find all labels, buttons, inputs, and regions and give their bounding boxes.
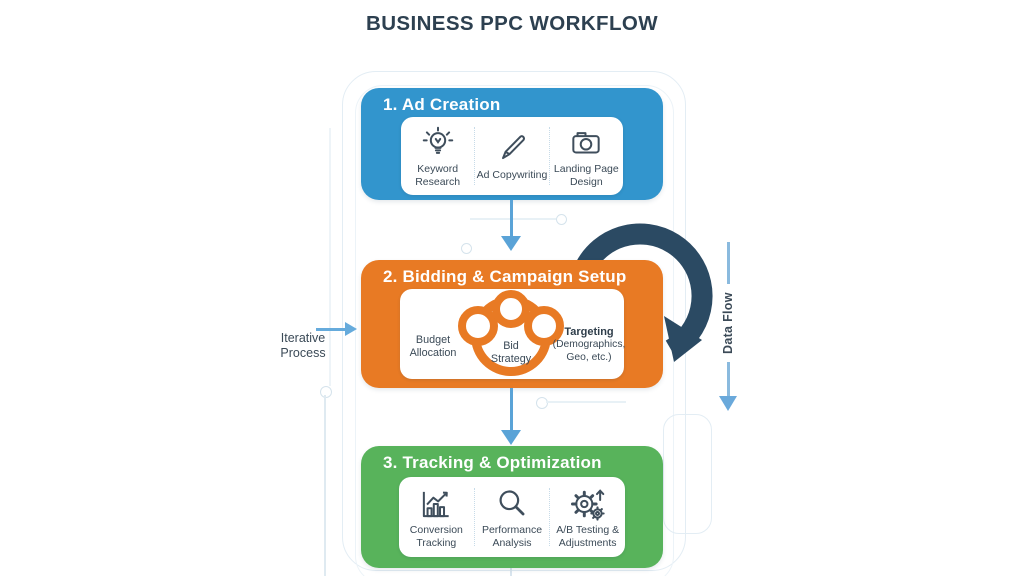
circuit-line — [546, 401, 626, 403]
item-keyword-research: Keyword Research — [401, 124, 474, 189]
down-arrow-icon — [510, 200, 513, 238]
circuit-line — [324, 395, 326, 576]
item-label: Conversion Tracking — [409, 523, 463, 549]
magnifier-icon — [493, 485, 531, 523]
dotted-divider — [473, 488, 475, 546]
stage-tracking-optimization: 3. Tracking & Optimization Conversion Tr… — [361, 446, 663, 568]
stage-bidding-campaign-setup: 2. Bidding & Campaign Setup Budget Alloc… — [361, 260, 663, 388]
iterative-process-label: Iterative Process — [280, 331, 326, 360]
item-budget-allocation: Budget Allocation — [409, 334, 457, 360]
gears-arrow-icon — [569, 485, 607, 523]
item-label: Performance Analysis — [481, 523, 543, 549]
stage-title: 2. Bidding & Campaign Setup — [383, 267, 627, 286]
stage-items-card: Conversion Tracking Performance Analysis — [399, 477, 625, 557]
item-label: A/B Testing & Adjustments — [556, 523, 620, 549]
dotted-divider — [474, 127, 476, 185]
ring-icon — [492, 290, 530, 328]
circuit-node-icon — [320, 386, 332, 398]
ring-icon — [524, 306, 564, 346]
dotted-divider — [549, 488, 551, 546]
item-conversion-tracking: Conversion Tracking — [399, 485, 474, 550]
circuit-node-icon — [536, 397, 548, 409]
item-landing-page-design: Landing Page Design — [550, 124, 623, 189]
circuit-node-icon — [461, 243, 472, 254]
item-bid-strategy: Bid Strategy — [490, 340, 532, 366]
item-label: Keyword Research — [415, 162, 461, 188]
circuit-node-icon — [556, 214, 567, 225]
right-arrow-icon — [316, 328, 345, 331]
bar-chart-icon — [417, 485, 455, 523]
circuit-rect-decor — [663, 414, 712, 534]
down-arrowhead-icon — [501, 430, 521, 445]
stage-items-card: Keyword Research Ad Copywriting — [401, 117, 623, 195]
down-arrow-icon — [510, 388, 513, 432]
lightbulb-icon — [419, 124, 457, 162]
down-arrowhead-icon — [719, 396, 737, 411]
stage-ad-creation: 1. Ad Creation Keyword Research — [361, 88, 663, 200]
ring-icon — [458, 306, 498, 346]
item-targeting: Targeting (Demographics, Geo, etc.) — [551, 326, 627, 365]
circuit-line — [510, 564, 512, 576]
circuit-line — [329, 128, 331, 386]
circuit-line — [470, 218, 556, 220]
stage-title: 1. Ad Creation — [383, 95, 501, 114]
item-label: Landing Page Design — [553, 162, 619, 188]
camera-icon — [567, 124, 605, 162]
cycle-arrowhead-icon — [664, 316, 702, 362]
down-arrowhead-icon — [501, 236, 521, 251]
right-arrowhead-icon — [345, 322, 357, 336]
dotted-divider — [548, 127, 550, 185]
stage-title: 3. Tracking & Optimization — [383, 453, 602, 472]
item-performance-analysis: Performance Analysis — [475, 485, 550, 550]
item-label: Ad Copywriting — [476, 169, 548, 182]
page-title: BUSINESS PPC WORKFLOW — [366, 12, 658, 35]
item-ad-copywriting: Ad Copywriting — [475, 130, 548, 182]
targeting-label: Targeting — [564, 326, 614, 338]
pencil-icon — [493, 130, 531, 168]
targeting-sublabel: (Demographics, Geo, etc.) — [552, 339, 626, 363]
item-ab-testing-adjustments: A/B Testing & Adjustments — [550, 485, 625, 550]
